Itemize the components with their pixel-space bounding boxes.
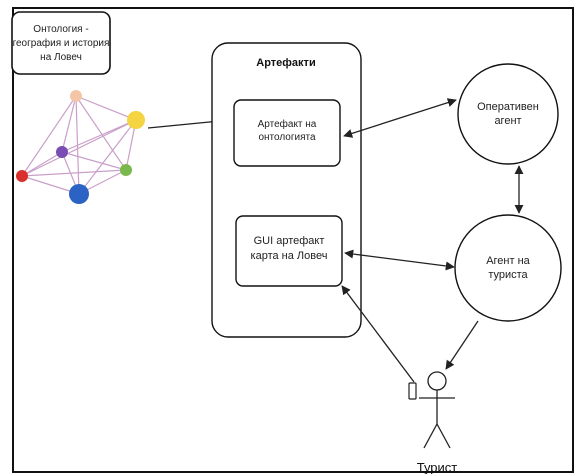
ontology-box-line-2: география и история — [13, 37, 110, 49]
arrow-gui-artifact-tourist-agent — [344, 249, 455, 271]
ontology-network-graph — [21, 95, 137, 195]
network-node-red — [16, 170, 28, 182]
tourist-agent-circle — [454, 214, 562, 322]
operative-agent-circle — [457, 63, 559, 165]
tourist-agent-line-1: Агент на — [486, 255, 530, 267]
network-node-purple — [56, 146, 68, 158]
artifacts-title: Артефакти — [256, 57, 315, 69]
ontology-box — [11, 11, 111, 75]
ontology-artifact-box — [233, 99, 341, 167]
network-node-peach — [70, 90, 82, 102]
phone-icon — [408, 382, 417, 400]
tourist-label: Турист — [417, 460, 458, 474]
ontology-artifact-line-1: Артефакт на — [258, 118, 317, 130]
tourist-figure — [419, 371, 455, 449]
arrow-tourist-to-gui-artifact — [341, 285, 415, 383]
ontology-box-line-1: Онтология - — [33, 24, 88, 35]
arrow-tourist-agent-to-tourist — [445, 320, 479, 370]
ontology-box-line-3: на Ловеч — [40, 52, 82, 63]
network-node-yellow — [127, 111, 145, 129]
ontology-artifact-line-2: онтологията — [258, 132, 316, 143]
operative-agent-line-2: агент — [494, 115, 521, 127]
operative-agent-line-1: Оперативен — [477, 101, 539, 113]
gui-artifact-line-1: GUI артефакт — [254, 235, 325, 247]
outer-border — [12, 7, 574, 473]
gui-artifact-box — [235, 215, 343, 287]
artifacts-container — [211, 42, 362, 338]
arrow-ontology-artifact-operative-agent — [343, 98, 457, 138]
gui-artifact-line-2: карта на Ловеч — [251, 250, 328, 262]
tourist-agent-line-2: туриста — [488, 269, 528, 281]
network-node-green — [120, 164, 132, 176]
network-node-blue — [69, 184, 89, 204]
